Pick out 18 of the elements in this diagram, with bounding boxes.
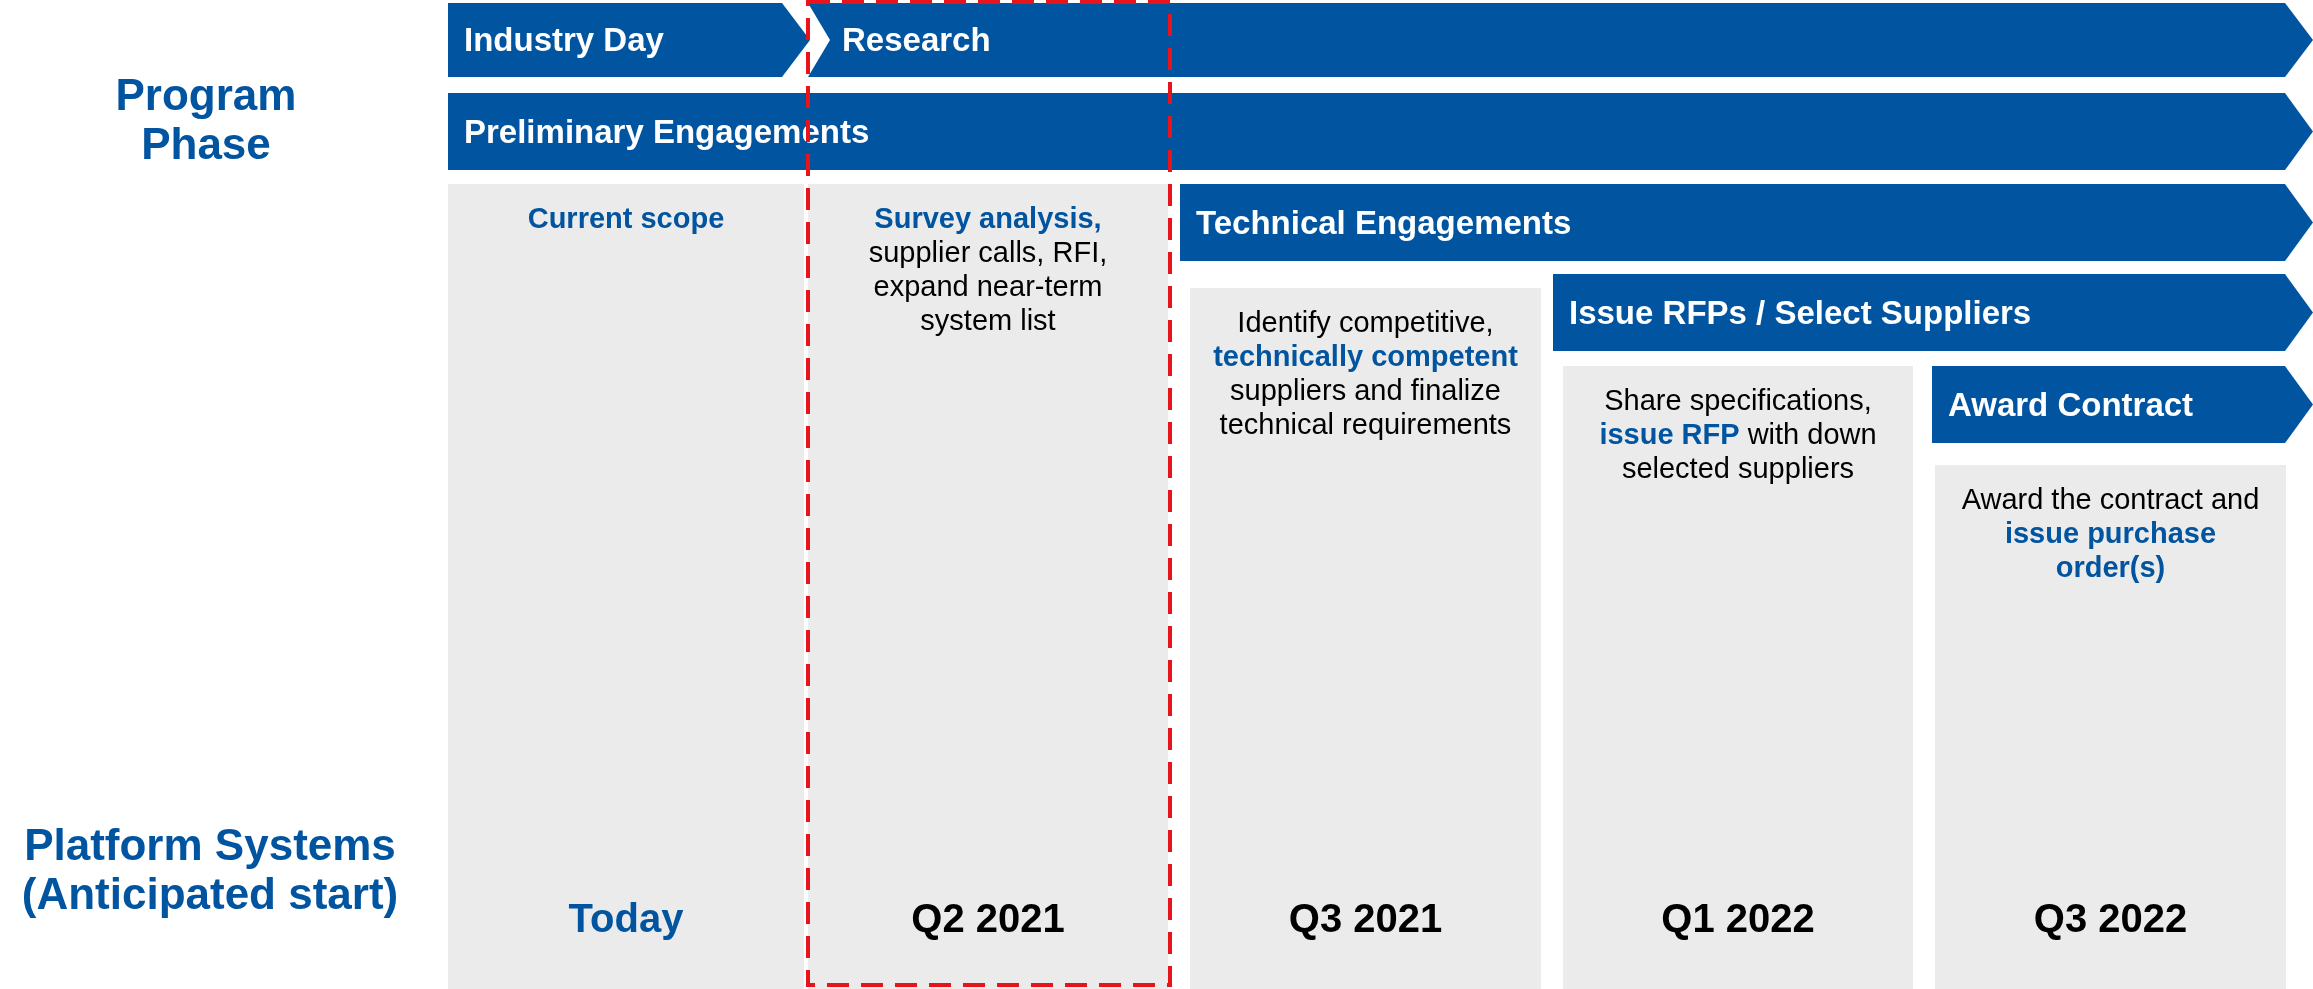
- date-label: Today: [567, 896, 685, 941]
- phase-banner: Award Contract: [1932, 366, 2313, 443]
- date-label: Q3 2021: [1287, 896, 1444, 941]
- date-label: Q3 2022: [2032, 896, 2189, 941]
- phase-banner: Technical Engagements: [1180, 184, 2313, 261]
- date-label: Q1 2022: [1660, 896, 1816, 941]
- phase-banner: Industry Day: [448, 3, 810, 77]
- phase-banner: Issue RFPs / Select Suppliers: [1553, 274, 2313, 351]
- row-heading: Program Phase: [114, 70, 298, 169]
- phase-description: Share specifications, issue RFP with down selected suppliers: [1598, 384, 1878, 486]
- phase-column: [808, 184, 1168, 989]
- row-heading: Platform Systems (Anticipated start): [20, 820, 400, 919]
- phase-description: Survey analysis, supplier calls, RFI, expand near-term system list: [867, 202, 1109, 338]
- phase-banner: Research: [808, 3, 2313, 77]
- date-label: Q2 2021: [910, 896, 1066, 941]
- phase-description: Identify competitive, technically competent suppliers and finalize technical requirements: [1212, 306, 1519, 442]
- phase-description: Award the contract and issue purchase order(s): [1960, 483, 2261, 585]
- phase-description: Current scope: [526, 202, 726, 236]
